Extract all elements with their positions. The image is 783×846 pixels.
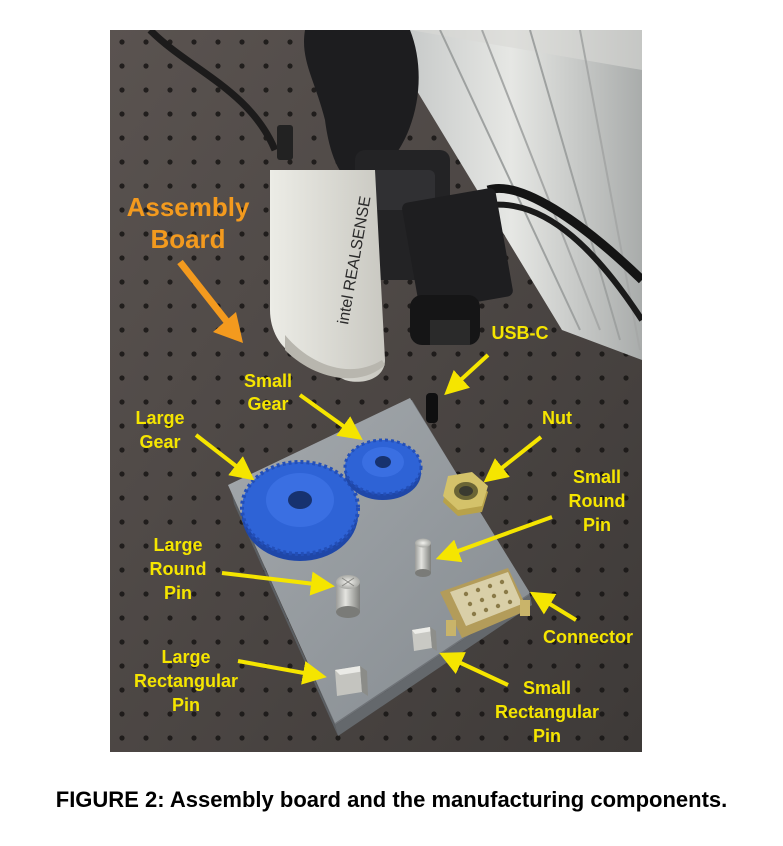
large-round-pin-label-line1: Large	[153, 535, 202, 555]
small-round-pin-label-line2: Round	[569, 491, 626, 511]
nut-arrow	[483, 435, 543, 483]
large-round-pin-arrow	[221, 571, 335, 596]
large-gear-arrow	[194, 433, 255, 481]
assembly-board-label-line1: Assembly	[127, 192, 250, 222]
nut	[443, 472, 488, 516]
large-rect-pin-label-line1: Large	[161, 647, 210, 667]
small-rect-pin-label-line3: Pin	[533, 726, 561, 746]
small-round-pin-label-line3: Pin	[583, 515, 611, 535]
small-gear-arrow	[298, 393, 363, 440]
small-rect-pin-label-line1: Small	[523, 678, 571, 698]
large-rectangular-pin	[335, 666, 368, 696]
small-round-pin	[415, 538, 431, 577]
nut-label: Nut	[542, 408, 572, 428]
usb-c-port	[426, 393, 438, 423]
connector-arrow	[529, 591, 578, 622]
figure-caption: FIGURE 2: Assembly board and the manufac…	[55, 787, 728, 812]
aluminium-rail	[380, 30, 642, 360]
assembly-board-arrow	[177, 259, 231, 326]
large-gear	[240, 460, 360, 561]
connector-label: Connector	[543, 627, 633, 647]
large-gear-label-line1: Large	[135, 408, 184, 428]
small-round-pin-arrow	[435, 515, 553, 563]
small-rect-pin-arrow	[439, 652, 509, 687]
large-rect-pin-label-line3: Pin	[172, 695, 200, 715]
large-gear-label-line2: Gear	[139, 432, 180, 452]
small-gear	[343, 438, 423, 500]
usb-c-label: USB-C	[492, 323, 549, 343]
assembly-photo: intel REALSENSE	[110, 30, 642, 752]
usb-cable	[147, 30, 279, 152]
connector	[440, 568, 530, 638]
realsense-camera: intel REALSENSE	[270, 125, 385, 382]
assembly-board-label-line2: Board	[150, 224, 225, 254]
small-rect-pin-label-line2: Rectangular	[495, 702, 599, 722]
large-round-pin	[336, 575, 360, 618]
usb-c-arrow	[444, 353, 490, 396]
large-rect-pin-label-line2: Rectangular	[134, 671, 238, 691]
small-round-pin-label-line1: Small	[573, 467, 621, 487]
small-gear-label-line1: Small	[244, 371, 292, 391]
large-rect-pin-arrow	[237, 659, 327, 685]
large-round-pin-label-line3: Pin	[164, 583, 192, 603]
large-round-pin-label-line2: Round	[150, 559, 207, 579]
small-rectangular-pin	[412, 627, 437, 651]
small-gear-label-line2: Gear	[247, 394, 288, 414]
